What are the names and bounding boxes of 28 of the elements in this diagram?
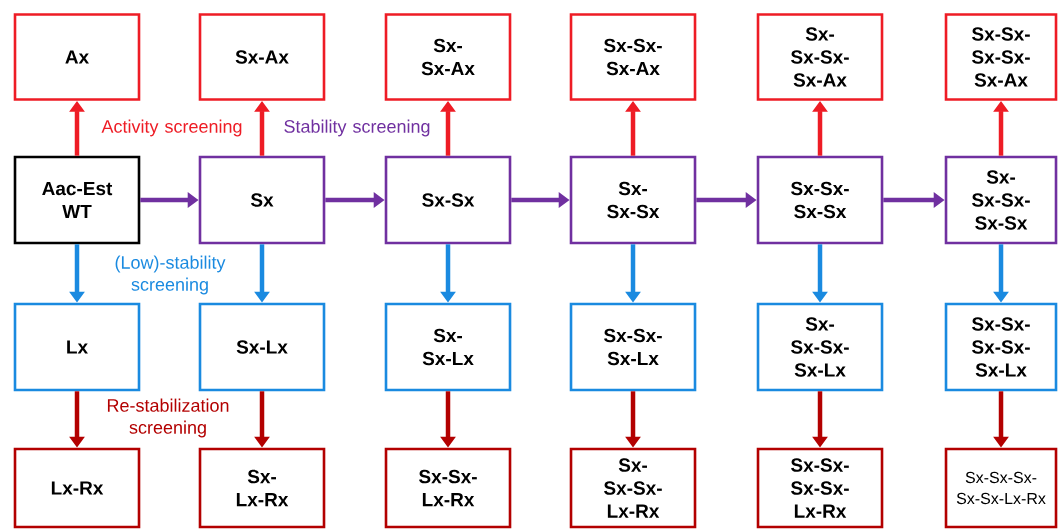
- wild-type-box: Aac-Est WT: [13, 155, 141, 245]
- restabilized-variant-box: Sx-Sx-Sx-Sx-Sx-Lx-Rx: [944, 447, 1058, 529]
- activity-variant-box: Sx-Sx-Sx-Sx-Sx-Ax: [944, 13, 1058, 101]
- stable-variant-box: Sx: [198, 155, 326, 245]
- low-stability-variant-box: Lx: [13, 302, 141, 392]
- low-stability-variant-box: Sx-Sx-Sx-Sx-Lx: [756, 302, 884, 392]
- stable-variant-box: Sx-Sx-Sx: [569, 155, 697, 245]
- low-stability-variant-box: Sx-Lx: [198, 302, 326, 392]
- activity-variant-box: Sx-Sx-Ax: [384, 13, 512, 101]
- restabilized-variant-box: Sx-Sx-Lx-Rx: [384, 447, 512, 529]
- restabilized-variant-box: Sx-Sx-Sx-Lx-Rx: [569, 447, 697, 529]
- activity-variant-box: Sx-Sx-Sx-Ax: [569, 13, 697, 101]
- activity-variant-box: Ax: [13, 13, 141, 101]
- screening-label: (Low)-stability screening: [115, 255, 226, 295]
- stable-variant-box: Sx-Sx-Sx-Sx: [756, 155, 884, 245]
- screening-label: Activity screening: [101, 119, 242, 137]
- stable-variant-box: Sx-Sx-Sx-Sx-Sx: [944, 155, 1058, 245]
- low-stability-variant-box: Sx-Sx-Sx-Sx-Sx-Lx: [944, 302, 1058, 392]
- restabilized-variant-box: Sx-Lx-Rx: [198, 447, 326, 529]
- activity-variant-box: Sx-Sx-Sx-Sx-Ax: [756, 13, 884, 101]
- stable-variant-box: Sx-Sx: [384, 155, 512, 245]
- activity-variant-box: Sx-Ax: [198, 13, 326, 101]
- restabilized-variant-box: Lx-Rx: [13, 447, 141, 529]
- screening-label: Stability screening: [284, 119, 430, 137]
- screening-label: Re-stabilization screening: [107, 398, 229, 438]
- restabilized-variant-box: Sx-Sx-Sx-Sx-Lx-Rx: [756, 447, 884, 529]
- low-stability-variant-box: Sx-Sx-Lx: [384, 302, 512, 392]
- low-stability-variant-box: Sx-Sx-Sx-Lx: [569, 302, 697, 392]
